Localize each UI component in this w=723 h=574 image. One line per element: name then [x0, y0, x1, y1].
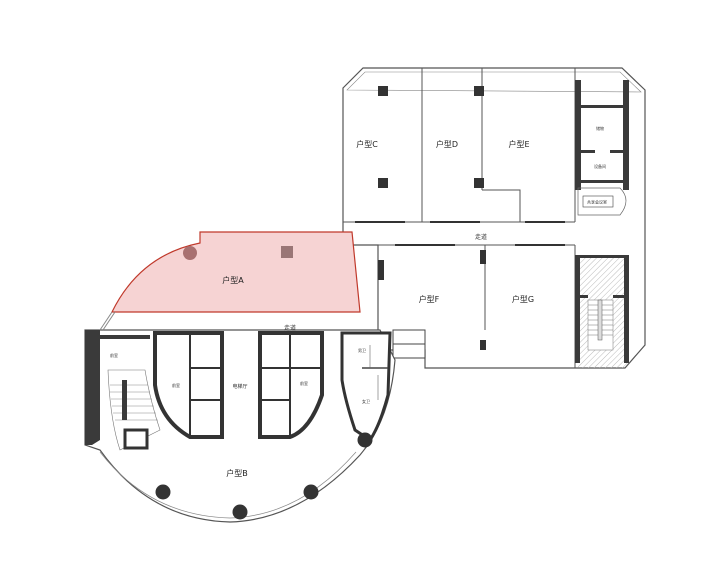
column [378, 178, 388, 188]
column [281, 246, 293, 258]
west-wing: 走道 前室 前室 前室 电梯厅 [84, 311, 396, 523]
elevator-core-right: 前室 [258, 331, 324, 439]
unit-f-label: 户型F [419, 294, 440, 304]
column [378, 260, 384, 280]
elevator-core-left: 前室 [153, 331, 224, 439]
column [480, 340, 486, 350]
corridor-lower-label: 走道 [284, 324, 296, 332]
unit-d-label: 户型D [436, 139, 458, 149]
meeting-room-label: 共享会议室 [587, 199, 607, 205]
elevator-hall-label: 电梯厅 [232, 383, 247, 390]
male-wc-label: 男卫 [358, 348, 366, 353]
column [357, 432, 373, 448]
east-wing: 储物 设备间 共享会议室 户型C 户型D 户型E [342, 67, 646, 369]
column [183, 246, 197, 260]
stair-east [575, 255, 629, 368]
svg-text:设备间: 设备间 [594, 163, 606, 169]
column [474, 86, 484, 96]
unit-c-label: 户型C [356, 139, 378, 149]
unit-a-label: 户型A [222, 275, 244, 285]
svg-text:储物: 储物 [596, 125, 604, 131]
unit-g-label: 户型G [512, 294, 534, 304]
meeting-room: 共享会议室 [577, 187, 627, 216]
unit-a[interactable]: 户型A [111, 231, 361, 313]
column [474, 178, 484, 188]
unit-e-label: 户型E [508, 139, 529, 149]
female-wc-label: 女卫 [362, 398, 370, 404]
svg-text:前室: 前室 [300, 380, 308, 386]
column [480, 250, 486, 264]
corridor-upper-label: 走道 [475, 233, 487, 241]
column [378, 86, 388, 96]
column [232, 504, 248, 520]
svg-text:前室: 前室 [172, 382, 180, 388]
svg-text:前室: 前室 [110, 352, 118, 358]
column [303, 484, 319, 500]
column [155, 484, 171, 500]
unit-b-label: 户型B [226, 468, 248, 478]
